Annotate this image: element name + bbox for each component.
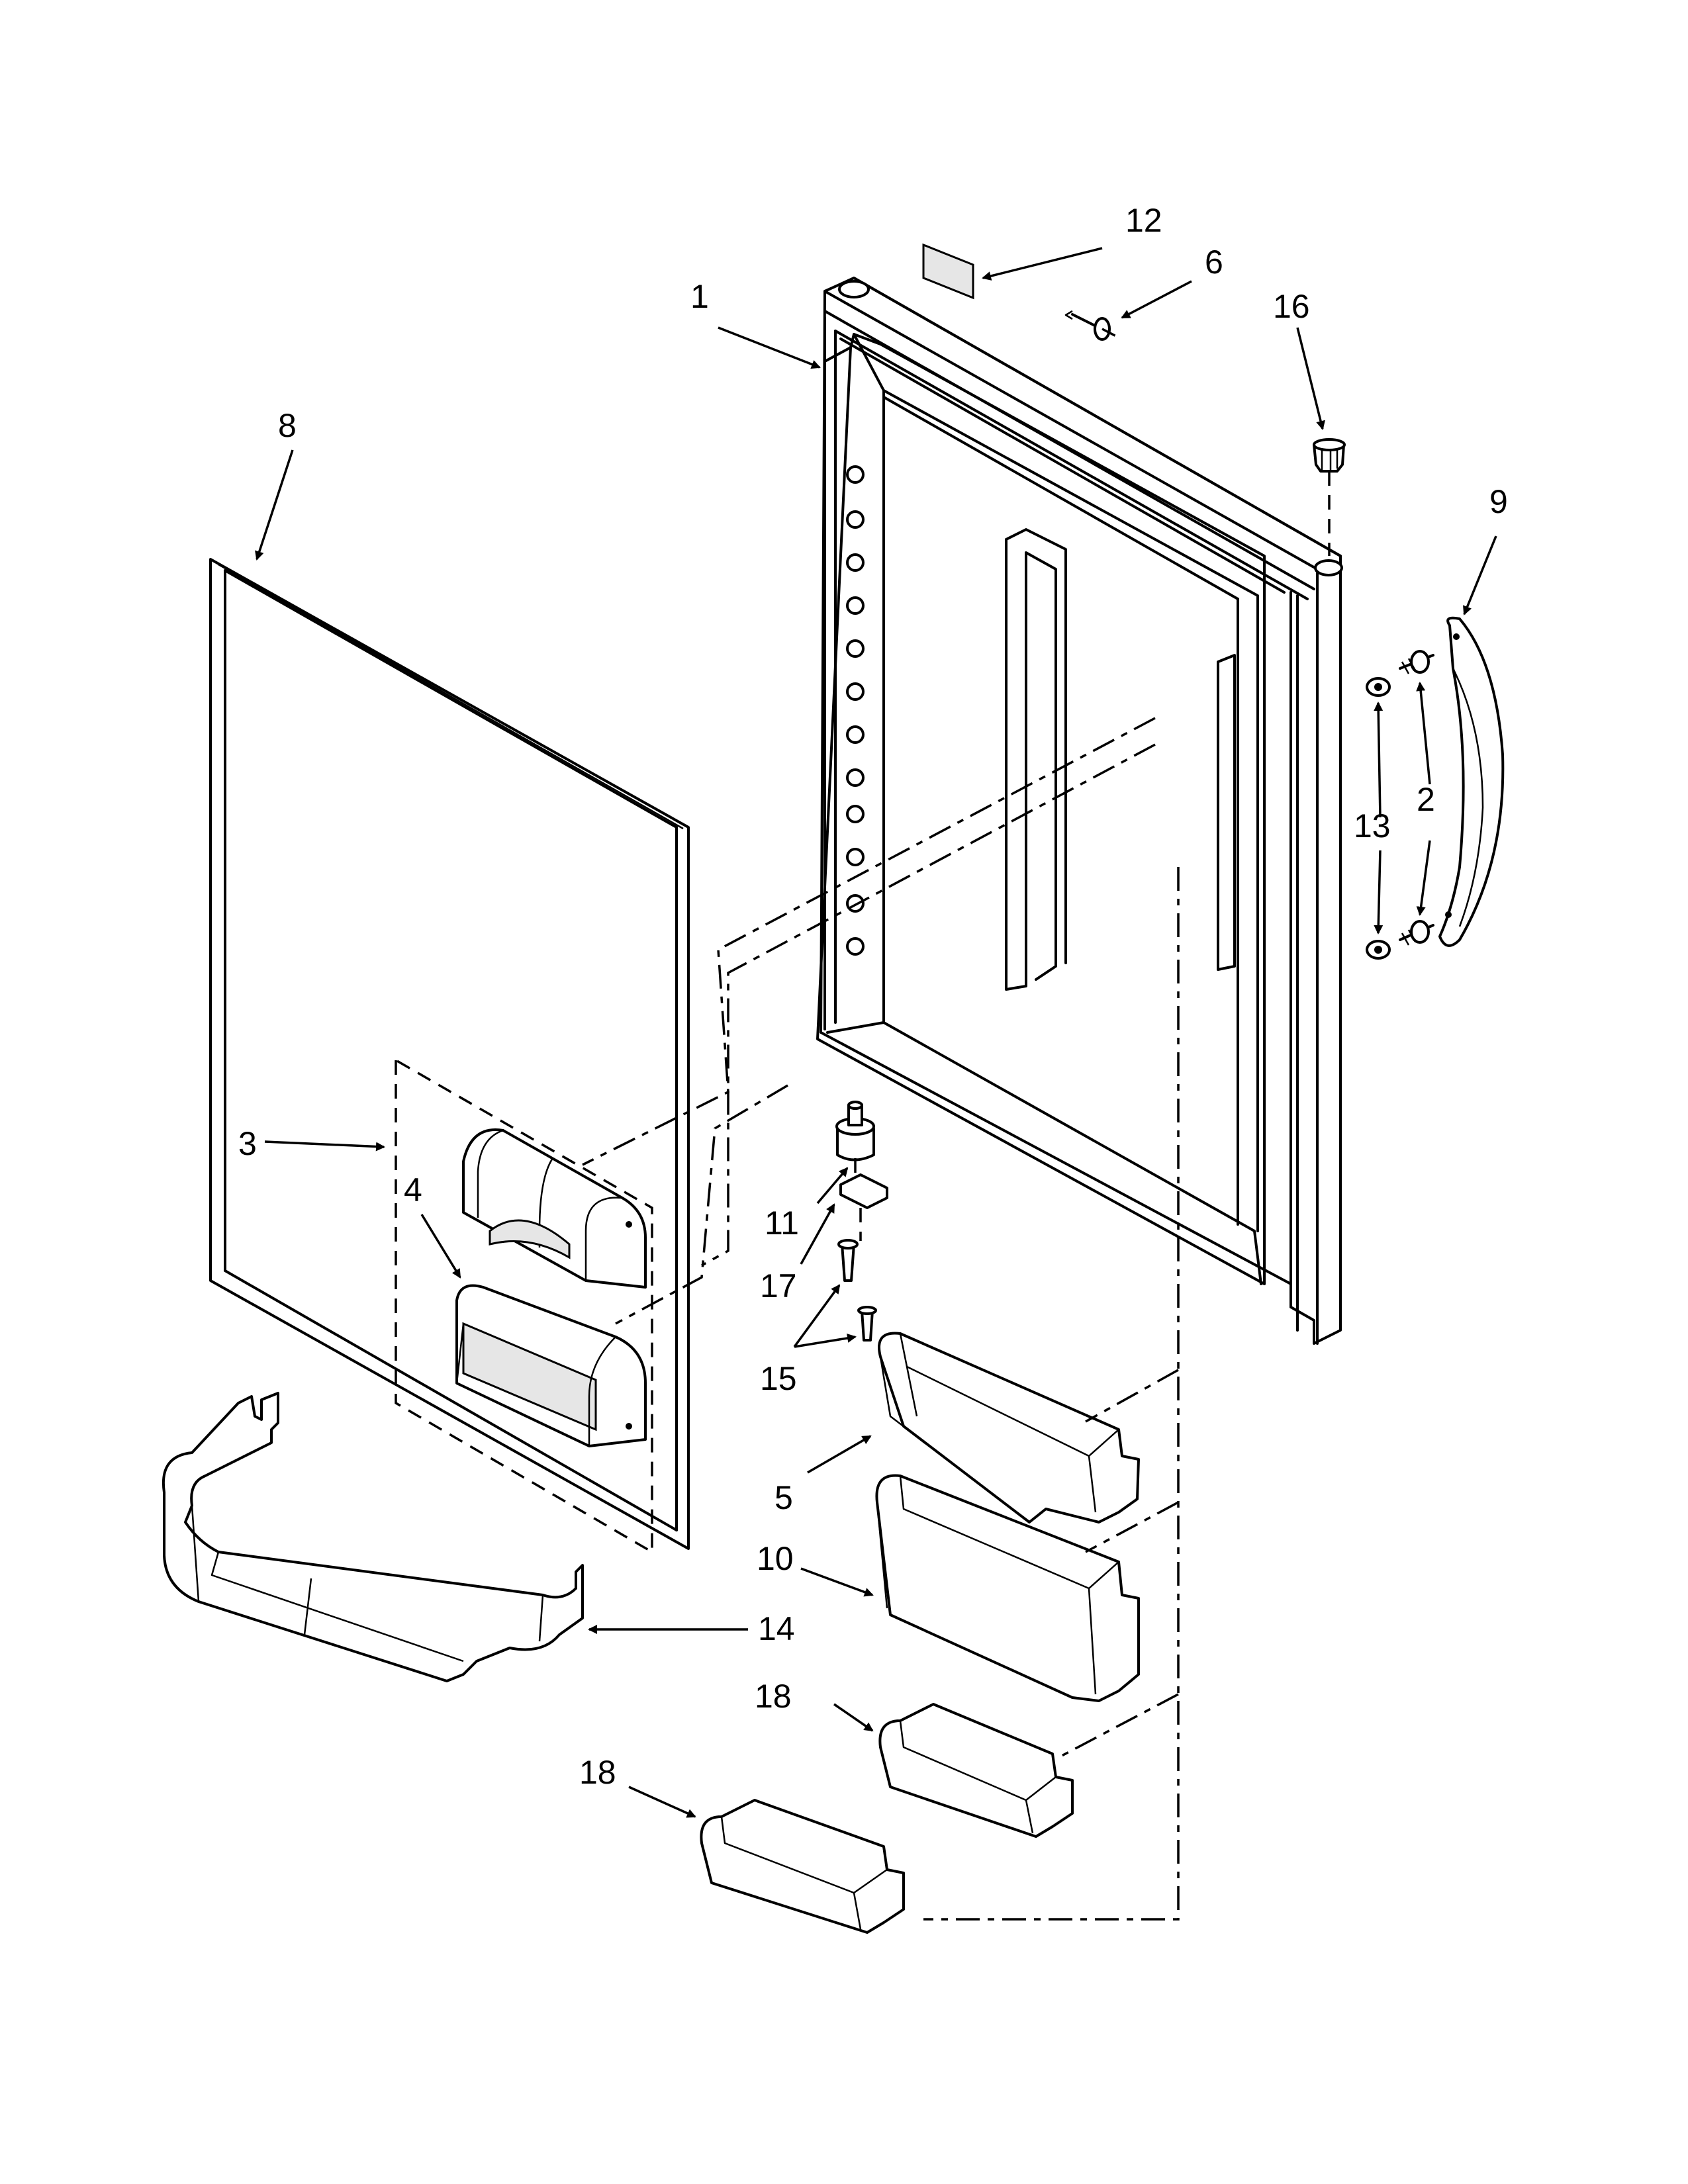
label-plate xyxy=(922,243,974,300)
screw-15-lower xyxy=(857,1306,877,1342)
callout-9: 9 xyxy=(1489,483,1508,520)
callout-5: 5 xyxy=(774,1479,793,1516)
callout-13: 13 xyxy=(1354,807,1391,844)
shelf-pegs xyxy=(846,465,865,956)
plug xyxy=(1313,438,1346,473)
callout-11: 11 xyxy=(765,1205,799,1242)
callout-4: 4 xyxy=(404,1171,422,1208)
door-shelf-bottom xyxy=(162,1392,584,1682)
dispenser-cover xyxy=(462,1128,647,1289)
door-bin-18-right xyxy=(878,1703,1074,1838)
screw-15-upper xyxy=(837,1239,859,1282)
door-bin-5 xyxy=(878,1332,1140,1524)
dispenser-bin xyxy=(455,1284,647,1447)
door-bin-18-left xyxy=(700,1799,905,1934)
ferrule-lower xyxy=(1366,940,1391,960)
door-outer-panel xyxy=(209,558,690,1550)
callout-6: 6 xyxy=(1205,244,1223,281)
callout-1: 1 xyxy=(690,278,709,315)
callout-10: 10 xyxy=(757,1540,794,1577)
hinge-bushing xyxy=(835,1101,875,1161)
screw-top xyxy=(1064,310,1111,341)
handle-screw-upper xyxy=(1399,650,1434,674)
callout-18-right: 18 xyxy=(755,1678,792,1715)
dispenser-area xyxy=(395,1058,653,1555)
ferrule-upper xyxy=(1366,677,1391,697)
callout-15: 15 xyxy=(760,1360,797,1397)
door-bin-10 xyxy=(875,1474,1140,1702)
leader-arrows xyxy=(255,247,1497,1818)
callout-18-left: 18 xyxy=(579,1754,616,1791)
callout-2: 2 xyxy=(1417,781,1435,818)
callout-12: 12 xyxy=(1125,202,1162,239)
callout-8: 8 xyxy=(278,407,297,444)
handle-screw-lower xyxy=(1399,920,1434,946)
callout-17: 17 xyxy=(760,1267,797,1304)
door-liner-frame xyxy=(816,277,1343,1345)
assembly-lines xyxy=(582,328,1331,1921)
callout-14: 14 xyxy=(758,1610,795,1647)
hinge-bracket xyxy=(839,1173,888,1209)
door-handle xyxy=(1438,616,1505,947)
callout-labels: 1 12 6 16 8 9 2 13 3 4 11 17 15 5 10 14 … xyxy=(238,202,1508,1791)
callout-16: 16 xyxy=(1273,288,1310,325)
callout-3: 3 xyxy=(238,1125,257,1162)
